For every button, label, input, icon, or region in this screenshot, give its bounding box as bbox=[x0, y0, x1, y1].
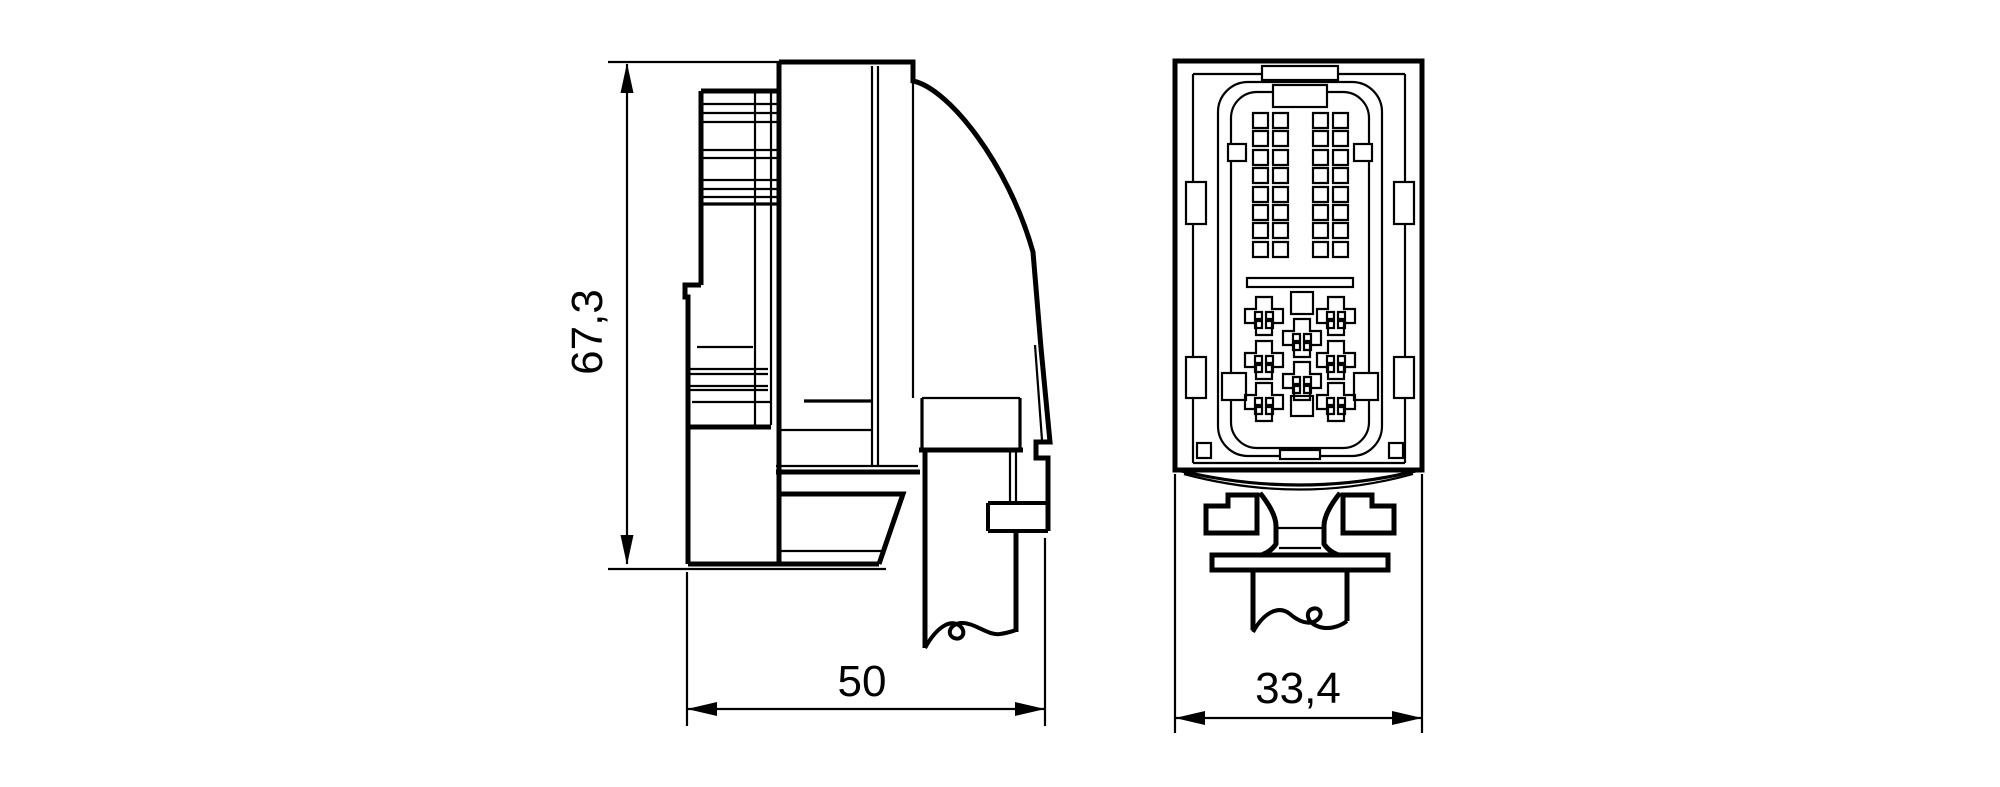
skirt-outline bbox=[779, 491, 907, 565]
front-face-details bbox=[1184, 64, 1416, 465]
strain-tab bbox=[986, 501, 1048, 533]
keying-tab-right bbox=[1352, 142, 1374, 163]
dimension-label-width: 33,4 bbox=[1255, 664, 1341, 713]
collar-side-edges bbox=[920, 398, 1022, 450]
hood-outline bbox=[779, 59, 1053, 531]
side-view-outline bbox=[682, 59, 1053, 567]
mounting-skirt bbox=[1176, 468, 1421, 491]
arrow-right-icon bbox=[1015, 702, 1045, 716]
cavity-top-notch bbox=[1271, 83, 1329, 109]
wing-right bbox=[1340, 492, 1397, 536]
dimension-label-width: 50 bbox=[838, 657, 887, 706]
power-contact-crosses bbox=[1243, 295, 1357, 423]
arrow-down-icon bbox=[620, 535, 634, 565]
side-tab-lower-right bbox=[1392, 355, 1416, 400]
front-view-cable bbox=[1250, 570, 1350, 633]
side-view-cable bbox=[919, 396, 1048, 649]
signal-pin-grid bbox=[1251, 111, 1350, 259]
side-view-details bbox=[688, 66, 1044, 553]
side-tab-upper-left bbox=[1184, 180, 1208, 226]
arrow-right-icon bbox=[1392, 711, 1422, 725]
side-tab-upper-right bbox=[1392, 180, 1416, 226]
arrow-left-icon bbox=[687, 702, 717, 716]
arrow-left-icon bbox=[1175, 711, 1205, 725]
bottom-center-notch bbox=[1278, 448, 1322, 461]
keying-tab-left bbox=[1226, 142, 1248, 163]
front-view: 33,4 bbox=[1172, 58, 1425, 733]
width-dimension-front: 33,4 bbox=[1173, 474, 1424, 733]
skirt-arc-inner bbox=[1183, 472, 1414, 491]
cable-outline-front bbox=[1250, 570, 1350, 630]
power-contact-field bbox=[1243, 290, 1357, 423]
contact-divider-bar bbox=[1245, 276, 1355, 289]
side-view: 67,3 50 bbox=[563, 59, 1053, 726]
arrow-up-icon bbox=[620, 63, 634, 93]
front-housing-outline bbox=[1172, 58, 1425, 473]
height-dimension: 67,3 bbox=[563, 60, 886, 571]
cable-break-line-front bbox=[1251, 606, 1349, 633]
keying-notch-left bbox=[1220, 371, 1248, 402]
cable-break-line bbox=[923, 621, 1017, 649]
funnel-waist-lines bbox=[1276, 526, 1324, 550]
bottom-corner-square-right bbox=[1387, 441, 1405, 460]
width-dimension-side: 50 bbox=[685, 538, 1047, 726]
hood-inner-edge bbox=[1033, 344, 1044, 441]
body-seam-verticals bbox=[870, 66, 880, 466]
face-inset-lines bbox=[1191, 72, 1407, 465]
front-column-step-lines bbox=[688, 345, 771, 404]
skirt-arc-outer bbox=[1176, 468, 1421, 487]
top-notch bbox=[1260, 64, 1340, 82]
rib-lines bbox=[701, 102, 779, 199]
dimension-label-height: 67,3 bbox=[563, 289, 612, 375]
side-tab-lower-left bbox=[1184, 355, 1208, 400]
aux-contact-square-top bbox=[1289, 290, 1315, 316]
power-contact-inner-dots bbox=[1253, 310, 1347, 416]
cable-seam-lines bbox=[1008, 452, 1018, 503]
front-column-left-edge bbox=[682, 282, 701, 564]
aux-contact-square-bottom bbox=[1289, 394, 1315, 418]
bottom-corner-square-left bbox=[1195, 441, 1213, 460]
wing-left bbox=[1203, 492, 1260, 536]
strain-relief bbox=[1203, 491, 1397, 573]
keying-notch-right bbox=[1352, 371, 1380, 402]
cable-outline bbox=[922, 452, 1019, 648]
clamp-bar bbox=[1209, 552, 1391, 573]
